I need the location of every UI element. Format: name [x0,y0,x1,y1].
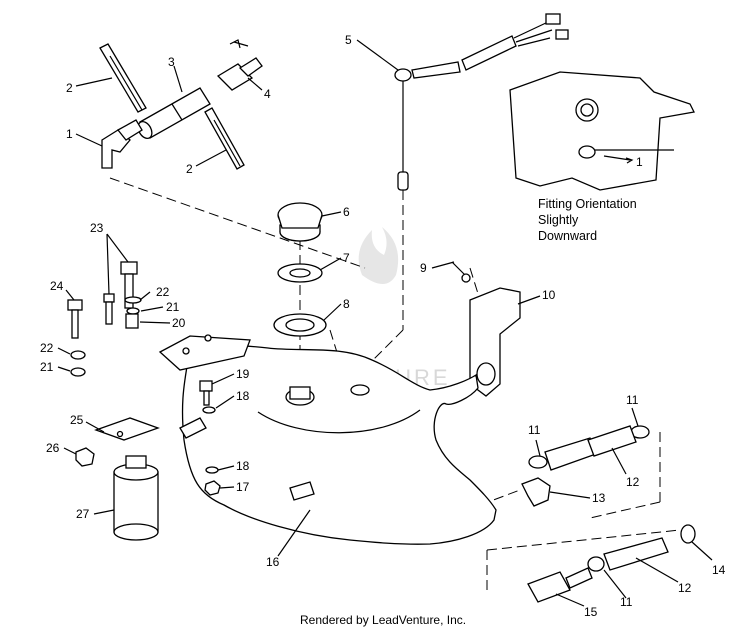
assembly-guide-lines [109,177,681,592]
gasket-7 [277,263,323,283]
callout-12a: 12 [626,475,640,489]
bolt-24 [67,299,83,339]
callout-27: 27 [76,507,90,521]
leader-lines [57,39,713,607]
washer-18a [202,406,216,414]
inset-note: Fitting Orientation Slightly Downward 1 [538,155,643,243]
bolt-19 [199,380,213,406]
inset-tank-view [509,71,695,191]
callout-9: 9 [420,261,427,275]
fuel-tank-16 [179,344,497,545]
callout-15: 15 [584,605,598,619]
tank-bracket [158,334,251,371]
washer-21 [70,367,86,377]
callout-3: 3 [168,55,175,69]
hose-clamp-14 [680,524,696,544]
inset-note-line-2: Slightly [538,213,579,227]
callout-2a: 2 [66,81,73,95]
callout-24: 24 [50,279,64,293]
callout-26: 26 [46,441,60,455]
callout-11c: 11 [620,595,633,609]
shutoff-valve-4 [216,39,263,91]
credit-text: Rendered by LeadVenture, Inc. [300,613,466,627]
callout-21b: 21 [40,360,54,374]
inset-note-line-3: Downward [538,229,597,243]
callout-23: 23 [90,221,104,235]
elbow-fitting-1 [101,119,143,169]
washer-18b [205,466,219,474]
hose-clamp-11a [528,455,548,469]
callout-22a: 22 [156,285,170,299]
callout-7: 7 [343,251,350,265]
hose-clamp-2a [99,43,147,113]
bolt-23a [120,261,138,309]
nut-17 [204,480,221,496]
callout-12b: 12 [678,581,692,595]
elbow-fitting-13 [521,477,551,507]
fuel-hose-12b [603,537,669,571]
callout-20: 20 [172,316,186,330]
callout-13: 13 [592,491,606,505]
callout-6: 6 [343,205,350,219]
callout-19: 19 [236,367,250,381]
callout-18a: 18 [236,389,250,403]
callout-21a: 21 [166,300,180,314]
callout-2b: 2 [186,162,193,176]
hose-clamp-2b [204,107,245,170]
inline-filter-15 [527,567,593,603]
nut-26 [75,447,95,467]
vent-9 [451,261,471,283]
bushing-20-21-22 [124,296,142,329]
callout-1: 1 [66,127,73,141]
callout-16: 16 [266,555,280,569]
callout-4: 4 [264,87,271,101]
callout-8: 8 [343,297,350,311]
callout-11b: 11 [626,393,639,407]
callout-22b: 22 [40,341,54,355]
callout-numbers: 1 2 2 3 4 5 6 7 8 9 10 11 11 11 12 12 13… [40,33,726,619]
fuel-hose-12a [544,425,637,471]
inset-callout-1: 1 [636,155,643,169]
fuel-cap-6 [277,202,323,242]
fuel-hose-3 [137,87,211,140]
washer-22 [70,350,86,360]
fuel-filter-27 [113,455,159,541]
callout-11a: 11 [528,423,541,437]
callout-17: 17 [236,480,250,494]
hose-clamp-11c [587,556,605,572]
callout-14: 14 [712,563,726,577]
callout-25: 25 [70,413,84,427]
bolt-23b [103,293,115,325]
inset-note-line-1: Fitting Orientation [538,197,637,211]
filter-bracket-25 [94,417,160,441]
bracket-10 [469,287,521,397]
gasket-8 [273,313,327,337]
callout-18b: 18 [236,459,250,473]
callout-5: 5 [345,33,352,47]
fuel-level-sender-5 [394,13,569,191]
callout-10: 10 [542,288,556,302]
